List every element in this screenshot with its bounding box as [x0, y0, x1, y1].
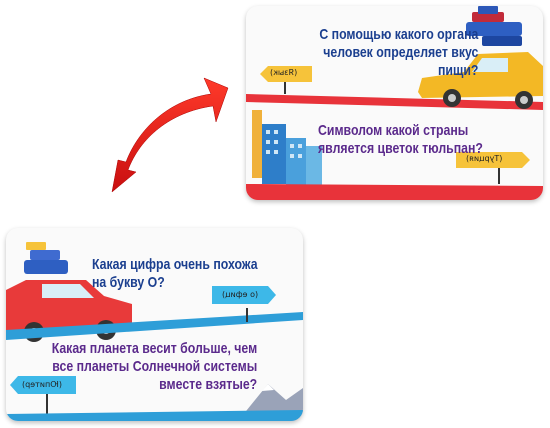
- answer-sign: [260, 66, 312, 82]
- road-stripe: [6, 410, 303, 421]
- question-text: С помощью какого органа человек определя…: [319, 26, 479, 79]
- road-stripe: [6, 312, 303, 340]
- answer-sign: [212, 286, 276, 304]
- question-card-bottom: Какая цифра очень похожа на букву О? (о …: [6, 228, 303, 421]
- question-card-top: С помощью какого органа человек определя…: [246, 6, 543, 200]
- answer-sign: [456, 152, 530, 168]
- road-stripe: [246, 184, 543, 200]
- question-text: Символом какой страны является цветок тю…: [318, 122, 483, 157]
- city-buildings-icon: [252, 110, 322, 186]
- question-text: Какая цифра очень похожа на букву О?: [92, 256, 258, 291]
- answer-text: (Язык): [270, 68, 298, 77]
- answer-text: (о ефиц): [222, 290, 259, 299]
- answer-text: (Юпитер): [22, 380, 62, 389]
- car-with-luggage-icon: [418, 6, 543, 109]
- road-stripe: [246, 94, 543, 110]
- question-text: Какая планета весит больше, чем все план…: [51, 340, 258, 393]
- answer-text: (Турция): [466, 154, 503, 163]
- answer-sign: [10, 376, 76, 394]
